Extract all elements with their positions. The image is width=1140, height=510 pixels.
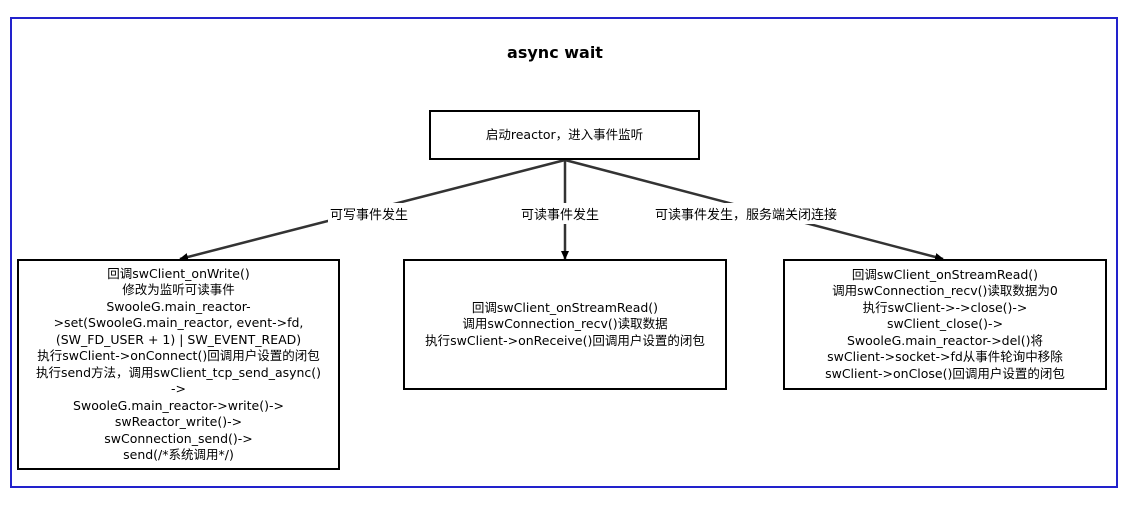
edge-label-readable-closed: 可读事件发生，服务端关闭连接 bbox=[653, 203, 840, 224]
node-text-line: >set(SwooleG.main_reactor, event->fd, bbox=[53, 315, 304, 330]
node-text-line: swConnection_send()-> bbox=[104, 430, 253, 446]
node-text-line: 修改为监听可读事件 bbox=[122, 282, 235, 297]
node-text-line: send(/*系统调用*/) bbox=[123, 447, 234, 462]
diagram-title: async wait bbox=[507, 43, 603, 62]
start-node-lines: 启动reactor，进入事件监听 bbox=[486, 127, 643, 144]
edge-label-readable: 可读事件发生 bbox=[519, 203, 602, 224]
node-text-line: 执行send方法，调用swClient_tcp_send_async() bbox=[35, 364, 322, 380]
node-text-line: swClient_close()-> bbox=[886, 316, 1004, 332]
node-text-line: 执行swClient->onConnect()回调用户设置的闭包 bbox=[37, 348, 320, 363]
node-text-line: 调用swConnection_recv()读取数据为0 bbox=[832, 283, 1058, 299]
node-text-line: -> bbox=[171, 381, 186, 396]
node-text-line: 执行swClient->onReceive()回调用户设置的闭包 bbox=[425, 332, 705, 348]
node-text-line: (SW_FD_USER + 1) | SW_EVENT_READ) bbox=[55, 331, 302, 347]
node-text-line: 启动reactor，进入事件监听 bbox=[485, 126, 644, 142]
node-text-line: 执行swClient->->close()-> bbox=[862, 299, 1028, 315]
node-text-line: swClient->socket->fd从事件轮询中移除 bbox=[827, 349, 1063, 365]
close-callback-node: 回调swClient_onStreamRead()调用swConnection_… bbox=[783, 259, 1107, 390]
node-text-line: 回调swClient_onStreamRead() bbox=[471, 299, 659, 315]
node-text-line: SwooleG.main_reactor->del()将 bbox=[846, 332, 1044, 348]
close-callback-lines: 回调swClient_onStreamRead()调用swConnection_… bbox=[825, 267, 1065, 383]
node-text-line: 回调swClient_onStreamRead() bbox=[851, 266, 1039, 282]
read-callback-node: 回调swClient_onStreamRead()调用swConnection_… bbox=[403, 259, 727, 390]
node-text-line: 调用swConnection_recv()读取数据 bbox=[462, 316, 668, 332]
node-text-line: swClient->onClose()回调用户设置的闭包 bbox=[825, 365, 1065, 381]
node-text-line: SwooleG.main_reactor->write()-> bbox=[73, 397, 284, 413]
node-text-line: swReactor_write()-> bbox=[114, 414, 243, 429]
read-callback-lines: 回调swClient_onStreamRead()调用swConnection_… bbox=[425, 300, 705, 350]
start-node: 启动reactor，进入事件监听 bbox=[429, 110, 700, 160]
node-text-line: 回调swClient_onWrite() bbox=[107, 265, 250, 281]
edge-label-writable: 可写事件发生 bbox=[328, 203, 411, 224]
node-text-line: SwooleG.main_reactor- bbox=[106, 298, 251, 314]
